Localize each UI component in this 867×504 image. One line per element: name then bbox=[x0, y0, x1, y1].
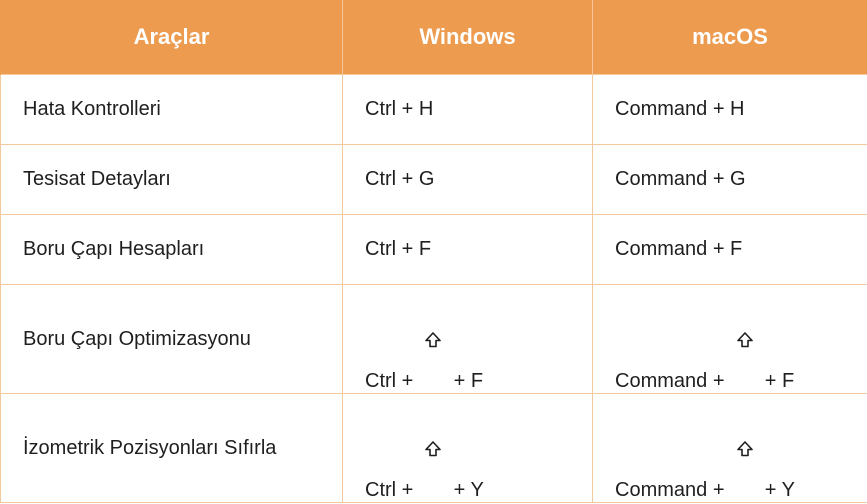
tool-name-cell: Boru Çapı Hesapları bbox=[1, 215, 343, 285]
shortcut-text: Ctrl + H bbox=[365, 98, 433, 120]
shortcut-text-after: + Y bbox=[448, 479, 484, 501]
shortcut-text: Command + G bbox=[615, 168, 746, 190]
windows-shortcut-cell: Ctrl + + Y bbox=[343, 394, 593, 503]
windows-shortcut-cell: Ctrl + H bbox=[343, 75, 593, 145]
shortcut-text-after: + Y bbox=[759, 479, 795, 501]
shift-icon bbox=[424, 285, 442, 303]
shortcut-text: Command + F bbox=[615, 238, 742, 260]
shift-icon bbox=[736, 394, 754, 412]
shortcut-text-before: Command + bbox=[615, 479, 730, 501]
table-header-row: Araçlar Windows macOS bbox=[1, 0, 867, 75]
shortcut-text: Ctrl + G bbox=[365, 168, 434, 190]
macos-shortcut-cell: Command + + F bbox=[593, 285, 867, 394]
header-tools: Araçlar bbox=[1, 0, 343, 75]
header-macos: macOS bbox=[593, 0, 867, 75]
shortcut-text-before: Command + bbox=[615, 370, 730, 392]
shortcut-text: Command + H bbox=[615, 98, 745, 120]
windows-shortcut-cell: Ctrl + + F bbox=[343, 285, 593, 394]
header-windows: Windows bbox=[343, 0, 593, 75]
table-row: Tesisat Detayları Ctrl + G Command + G bbox=[1, 145, 867, 215]
shift-icon bbox=[424, 394, 442, 412]
shortcut-text-before: Ctrl + bbox=[365, 370, 419, 392]
tool-name-cell: Tesisat Detayları bbox=[1, 145, 343, 215]
shortcut-text-after: + F bbox=[448, 370, 483, 392]
table-row: Boru Çapı Optimizasyonu Ctrl + + F Comma… bbox=[1, 285, 867, 394]
macos-shortcut-cell: Command + G bbox=[593, 145, 867, 215]
windows-shortcut-cell: Ctrl + F bbox=[343, 215, 593, 285]
shortcut-text: Ctrl + F bbox=[365, 238, 431, 260]
table-row: Hata Kontrolleri Ctrl + H Command + H bbox=[1, 75, 867, 145]
table-row: İzometrik Pozisyonları Sıfırla Ctrl + + … bbox=[1, 394, 867, 503]
windows-shortcut-cell: Ctrl + G bbox=[343, 145, 593, 215]
tool-name-cell: İzometrik Pozisyonları Sıfırla bbox=[1, 394, 343, 503]
tool-name-cell: Hata Kontrolleri bbox=[1, 75, 343, 145]
macos-shortcut-cell: Command + F bbox=[593, 215, 867, 285]
table-row: Boru Çapı Hesapları Ctrl + F Command + F bbox=[1, 215, 867, 285]
shift-icon bbox=[736, 285, 754, 303]
macos-shortcut-cell: Command + + Y bbox=[593, 394, 867, 503]
macos-shortcut-cell: Command + H bbox=[593, 75, 867, 145]
shortcut-text-before: Ctrl + bbox=[365, 479, 419, 501]
tool-name-cell: Boru Çapı Optimizasyonu bbox=[1, 285, 343, 394]
shortcut-text-after: + F bbox=[759, 370, 794, 392]
